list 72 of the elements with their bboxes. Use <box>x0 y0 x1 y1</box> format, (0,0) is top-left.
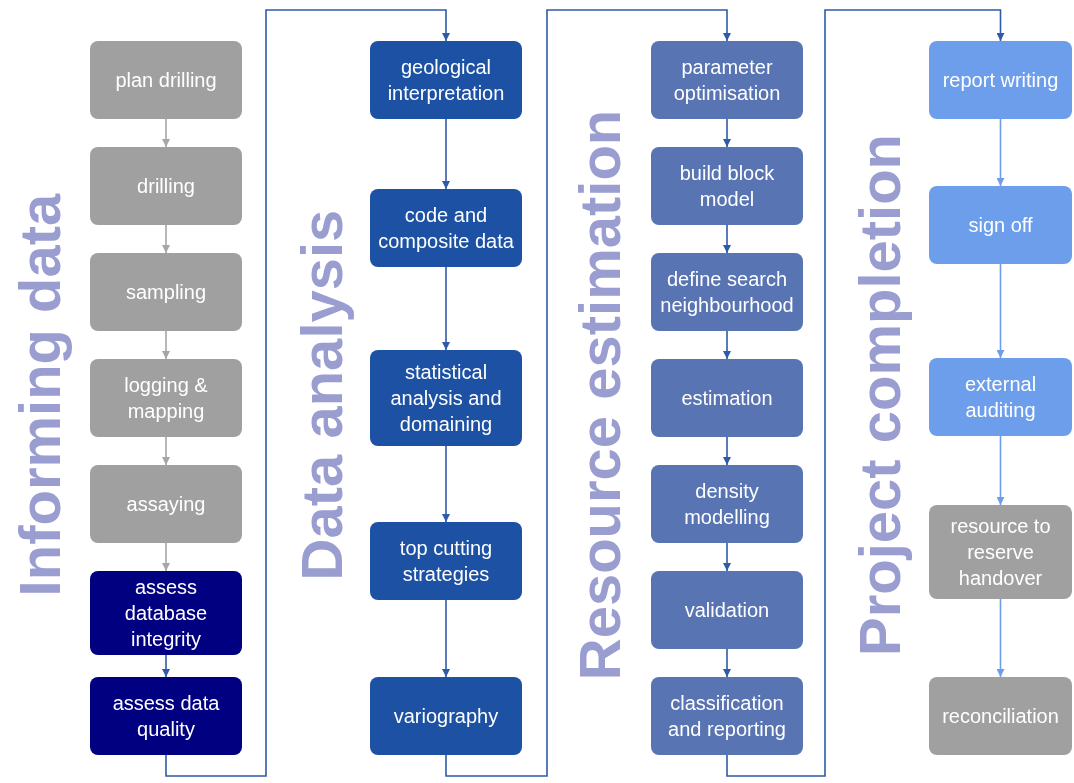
step-label: top cutting strategies <box>398 536 494 587</box>
arrow <box>996 598 1005 678</box>
arrow <box>445 9 731 777</box>
process-box <box>929 505 1072 599</box>
process-box <box>90 253 242 331</box>
arrow <box>442 445 450 523</box>
step-label: report writing <box>942 68 1059 93</box>
step-label: assess database integrity <box>123 575 209 652</box>
step-label: validation <box>684 598 770 623</box>
process-box <box>90 571 242 655</box>
step-label: plan drilling <box>115 68 217 93</box>
process-box <box>90 465 242 543</box>
arrow <box>723 330 731 360</box>
step-label: sampling <box>125 280 206 305</box>
process-box <box>90 677 242 755</box>
step-label: logging & mapping <box>123 373 209 424</box>
arrow <box>723 436 731 466</box>
process-box <box>929 41 1072 119</box>
arrow <box>162 654 170 678</box>
arrow <box>162 118 170 148</box>
arrow <box>162 542 170 572</box>
arrow <box>162 224 170 254</box>
process-box <box>651 677 803 755</box>
process-box <box>370 522 522 600</box>
step-label: assess data quality <box>111 691 221 742</box>
step-label: build block model <box>678 161 776 212</box>
step-label: statistical analysis and domaining <box>389 360 503 437</box>
step-label: parameter optimisation <box>672 55 782 106</box>
arrow <box>723 542 731 572</box>
arrow <box>723 648 731 678</box>
step-label: assaying <box>126 492 206 517</box>
step-label: drilling <box>137 174 195 199</box>
step-label: estimation <box>681 386 773 411</box>
column-title: Resource estimation <box>571 109 629 681</box>
step-label: external auditing <box>963 372 1038 423</box>
process-box <box>370 350 522 446</box>
arrow <box>726 9 1005 777</box>
step-label: density modelling <box>683 479 771 530</box>
process-box <box>90 41 242 119</box>
process-box <box>651 253 803 331</box>
step-label: geological interpretation <box>386 55 506 106</box>
process-box <box>651 359 803 437</box>
arrow <box>442 599 450 678</box>
step-label: sign off <box>968 213 1033 238</box>
process-box <box>929 677 1072 755</box>
step-label: variography <box>393 704 499 729</box>
process-box <box>651 147 803 225</box>
arrow <box>723 224 731 254</box>
arrow <box>162 330 170 360</box>
process-box <box>370 41 522 119</box>
step-label: resource to reserve handover <box>949 514 1052 591</box>
step-label: reconciliation <box>942 704 1059 729</box>
process-box <box>90 147 242 225</box>
process-box <box>651 465 803 543</box>
process-box <box>370 677 522 755</box>
arrow <box>442 118 450 190</box>
arrow <box>165 9 450 777</box>
arrow <box>996 118 1005 187</box>
step-label: define search neighbourhood <box>659 267 795 318</box>
arrow <box>162 436 170 466</box>
step-label: classification and reporting <box>667 691 787 742</box>
process-box <box>90 359 242 437</box>
arrow <box>996 263 1005 359</box>
arrow <box>996 435 1005 506</box>
step-label: code and composite data <box>377 203 515 254</box>
process-box <box>651 571 803 649</box>
arrow <box>723 118 731 148</box>
arrow <box>442 266 450 351</box>
process-box <box>370 189 522 267</box>
process-box <box>651 41 803 119</box>
process-box <box>929 186 1072 264</box>
process-box <box>929 358 1072 436</box>
